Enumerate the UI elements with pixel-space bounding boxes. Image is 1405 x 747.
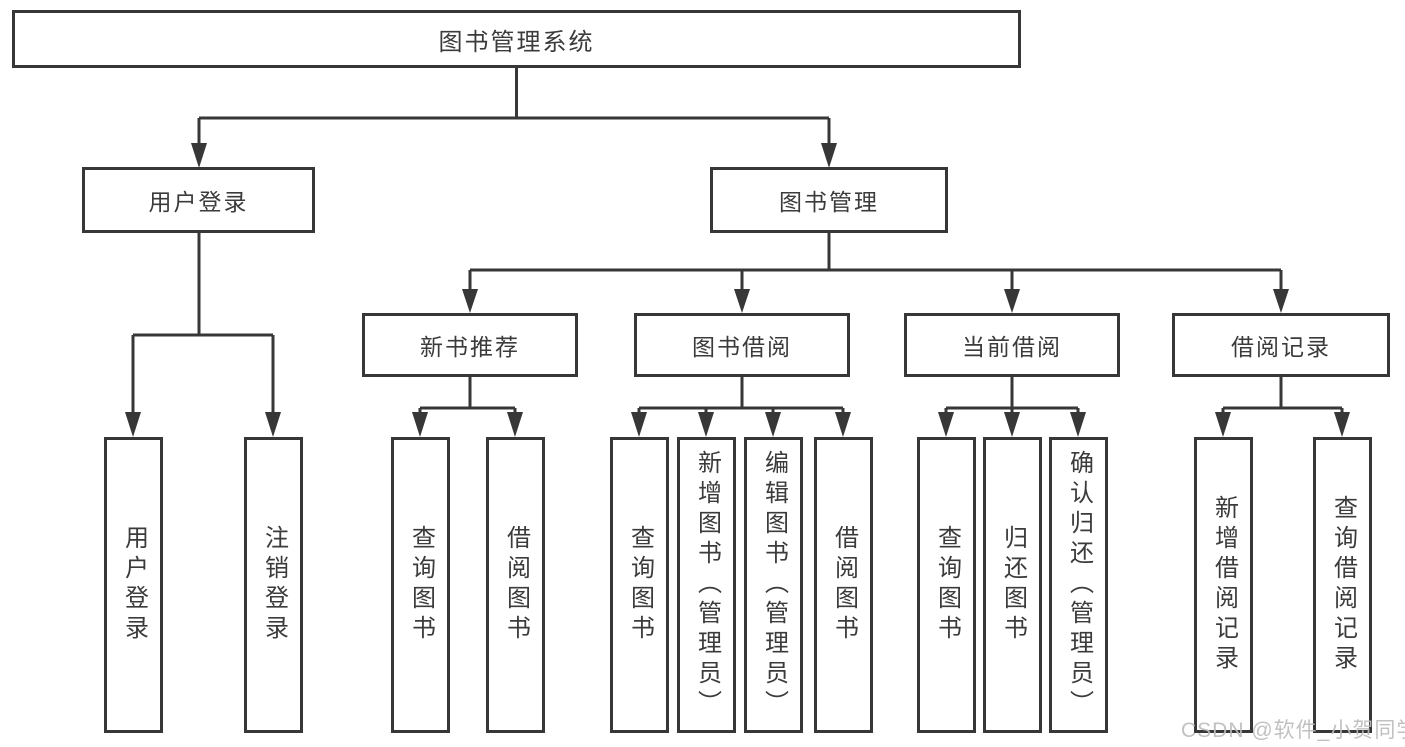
- leaf-logout-login: 注销登录: [244, 437, 303, 733]
- node-book-borrow: 图书借阅: [634, 313, 850, 377]
- leaf-borrow-books-borrow: 借阅图书: [814, 437, 873, 733]
- csdn-watermark: CSDN @软件_小贺同学: [1181, 719, 1405, 742]
- node-user-login: 用户登录: [82, 167, 315, 233]
- leaf-add-book-admin: 新增图书（管理员）: [677, 437, 736, 733]
- node-new-book-recommend: 新书推荐: [362, 313, 578, 377]
- node-book-management: 图书管理: [710, 167, 948, 233]
- leaf-borrow-books-recommend: 借阅图书: [486, 437, 545, 733]
- leaf-add-borrow-record: 新增借阅记录: [1194, 437, 1253, 733]
- arrowheads: [125, 143, 1350, 437]
- node-borrow-records: 借阅记录: [1172, 313, 1390, 377]
- leaf-query-borrow-record: 查询借阅记录: [1313, 437, 1372, 733]
- leaf-query-books-current: 查询图书: [917, 437, 976, 733]
- leaf-user-login: 用户登录: [104, 437, 163, 733]
- leaf-confirm-return-admin: 确认归还（管理员）: [1049, 437, 1108, 733]
- node-library-management-system: 图书管理系统: [12, 10, 1021, 68]
- node-current-borrow: 当前借阅: [904, 313, 1120, 377]
- leaf-query-books-recommend: 查询图书: [391, 437, 450, 733]
- leaf-return-books: 归还图书: [983, 437, 1042, 733]
- leaf-query-books-borrow: 查询图书: [610, 437, 669, 733]
- leaf-edit-book-admin: 编辑图书（管理员）: [744, 437, 803, 733]
